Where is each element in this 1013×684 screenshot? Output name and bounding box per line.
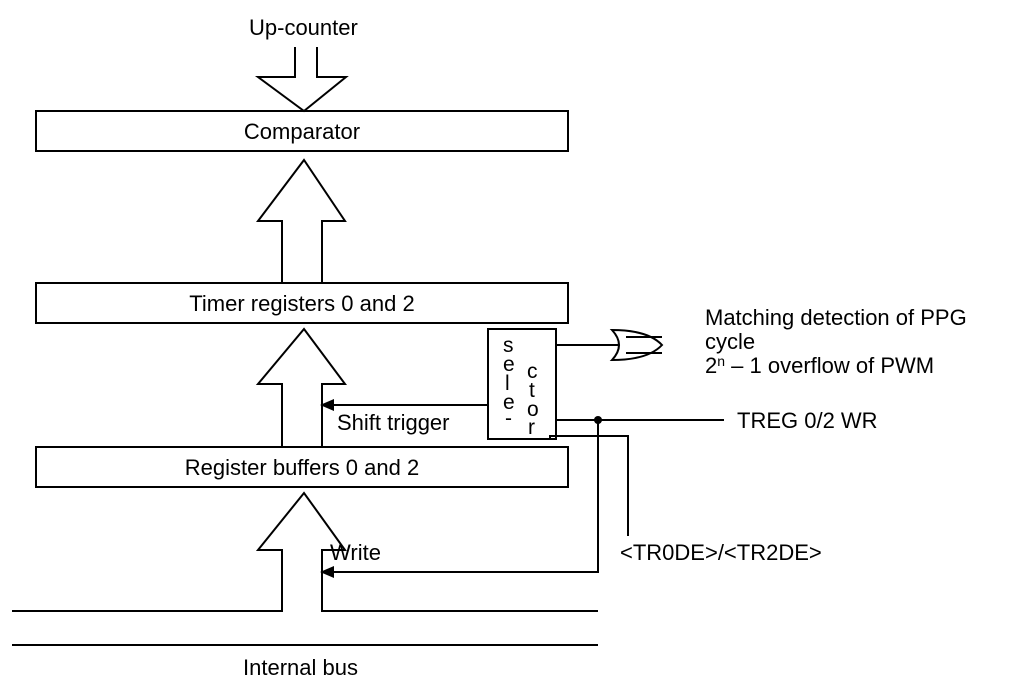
bus-to-buffers-arrow — [12, 491, 598, 612]
internal-bus-label: Internal bus — [243, 655, 358, 680]
trde-line — [549, 435, 629, 536]
comparator-label: Comparator — [243, 119, 361, 144]
shift-trigger-label: Shift trigger — [337, 410, 450, 435]
timer-registers-box — [35, 282, 569, 324]
selector-char: t — [529, 379, 535, 402]
selector-char: l — [505, 372, 510, 395]
selector-char: c — [527, 360, 538, 383]
register-buffers-label: Register buffers 0 and 2 — [184, 455, 420, 480]
selector-char: e — [503, 353, 515, 376]
ppg-match-label: Matching detection of PPG — [705, 305, 967, 330]
treg-wr-label: TREG 0/2 WR — [737, 408, 878, 433]
selector-char: s — [503, 334, 514, 357]
cycle-label: cycle — [705, 329, 756, 354]
comparator-box — [35, 110, 569, 152]
junction-dot — [594, 416, 602, 424]
selector-char: r — [528, 416, 535, 439]
selector-char: - — [505, 407, 512, 430]
pwm-overflow-label: 2n – 1 overflow of PWM — [705, 353, 935, 378]
timer-to-comparator-arrow — [255, 158, 347, 283]
buffers-to-timer-arrow — [255, 327, 347, 447]
selector-char: e — [503, 391, 515, 414]
selector-char: o — [527, 398, 539, 421]
up-counter-arrow — [254, 47, 349, 113]
write-line — [326, 420, 599, 573]
trde-label: <TR0DE>/<TR2DE> — [620, 540, 822, 565]
up-counter-label: Up-counter — [249, 15, 358, 40]
write-label: Write — [330, 540, 381, 565]
timer-registers-label: Timer registers 0 and 2 — [189, 291, 415, 316]
or-gate — [609, 328, 664, 362]
register-buffers-box — [35, 446, 569, 488]
selector-box — [487, 328, 557, 440]
